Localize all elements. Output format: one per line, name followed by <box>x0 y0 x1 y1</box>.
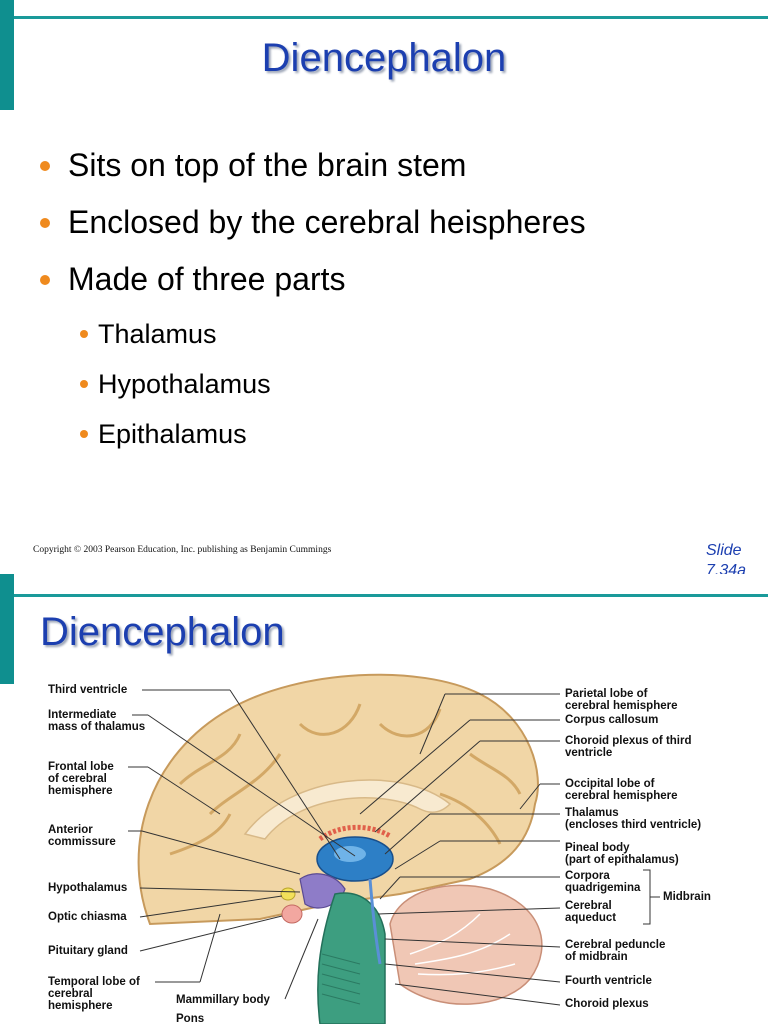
label-line: hemisphere <box>48 785 113 797</box>
brain-diagram: Third ventricle Intermediate mass of tha… <box>0 664 768 1024</box>
label-line: Frontal lobe <box>48 761 114 773</box>
label-line: of midbrain <box>565 951 628 963</box>
bullet-text: Sits on top of the brain stem <box>68 147 467 183</box>
sub-bullet-list: Thalamus Hypothalamus Epithalamus <box>80 312 271 462</box>
copyright-notice: Copyright © 2003 Pearson Education, Inc.… <box>33 545 332 555</box>
slide-1: Diencephalon Sits on top of the brain st… <box>0 0 768 579</box>
arbor-vitae <box>409 913 516 976</box>
label-temporal-lobe: Temporal lobe of cerebral hemisphere <box>48 976 140 1012</box>
slide-title: Diencephalon <box>261 36 507 80</box>
sub-bullet-item: Epithalamus <box>80 412 271 462</box>
label-occipital-lobe: Occipital lobe of cerebral hemisphere <box>565 778 678 802</box>
label-line: Corpora <box>565 870 610 882</box>
sub-bullet-text: Thalamus <box>98 319 217 349</box>
gyri <box>169 703 522 856</box>
label-pituitary-gland: Pituitary gland <box>48 945 128 957</box>
label-frontal-lobe: Frontal lobe of cerebral hemisphere <box>48 761 114 797</box>
leader-lines-right <box>359 693 660 1006</box>
slide-title: Diencephalon <box>40 610 285 654</box>
sub-bullet-item: Thalamus <box>80 312 271 362</box>
label-choroid-plexus-third: Choroid plexus of third ventricle <box>565 735 692 759</box>
label-pons: Pons <box>176 1013 205 1024</box>
accent-bar <box>0 574 14 684</box>
label-line: cerebral hemisphere <box>565 790 678 802</box>
bullet-text: Made of three parts <box>68 261 346 297</box>
cerebral-aqueduct <box>368 878 382 965</box>
label-line: Parietal lobe of <box>565 688 648 700</box>
label-midbrain: Midbrain <box>663 891 711 903</box>
label-choroid-plexus: Choroid plexus <box>565 998 649 1010</box>
label-cerebral-aqueduct: Cerebral aqueduct <box>565 900 616 924</box>
label-line: commissure <box>48 836 116 848</box>
bullet-dot-icon <box>40 161 50 171</box>
label-corpus-callosum: Corpus callosum <box>565 714 659 726</box>
label-line: Intermediate <box>48 709 117 721</box>
accent-bar <box>0 0 14 110</box>
label-mammillary-body: Mammillary body <box>176 994 270 1006</box>
label-cerebral-peduncle: Cerebral peduncle of midbrain <box>565 939 665 963</box>
choroid-plexus-third-ventricle <box>318 824 392 842</box>
pituitary-gland <box>281 904 303 924</box>
label-line: Cerebral peduncle <box>565 939 666 951</box>
label-line: hemisphere <box>48 1000 113 1012</box>
label-thalamus: Thalamus (encloses third ventricle) <box>565 807 701 831</box>
label-fourth-ventricle: Fourth ventricle <box>565 975 652 987</box>
top-rule <box>14 594 768 597</box>
label-line: Pineal body <box>565 842 630 854</box>
slide-number-label: Slide <box>706 542 742 559</box>
sub-bullet-item: Hypothalamus <box>80 362 271 412</box>
label-line: Occipital lobe of <box>565 778 655 790</box>
top-rule <box>14 16 768 19</box>
bullet-dot-icon <box>80 380 88 388</box>
bullet-dot-icon <box>80 430 88 438</box>
optic-chiasma <box>280 887 296 901</box>
label-parietal-lobe: Parietal lobe of cerebral hemisphere <box>565 688 678 712</box>
sub-bullet-text: Epithalamus <box>98 419 247 449</box>
label-line: (encloses third ventricle) <box>565 819 702 831</box>
label-line: (part of epithalamus) <box>565 854 679 866</box>
bullet-dot-icon <box>80 330 88 338</box>
label-line: ventricle <box>565 747 613 759</box>
slide-2: Diencephalon <box>0 574 768 1024</box>
label-line: cerebral <box>48 988 93 1000</box>
label-optic-chiasma: Optic chiasma <box>48 911 127 923</box>
label-pineal-body: Pineal body (part of epithalamus) <box>565 842 679 866</box>
label-line: Thalamus <box>565 807 619 819</box>
label-line: Temporal lobe of <box>48 976 140 988</box>
sub-bullet-text: Hypothalamus <box>98 369 271 399</box>
bullet-item: Sits on top of the brain stem <box>40 140 586 197</box>
label-line: Choroid plexus of third <box>565 735 692 747</box>
label-line: aqueduct <box>565 912 617 924</box>
label-anterior-commissure: Anterior commissure <box>48 824 116 848</box>
label-line: of cerebral <box>48 773 107 785</box>
pons-striations <box>321 953 361 1005</box>
brain-stem <box>317 892 386 1024</box>
bullet-dot-icon <box>40 275 50 285</box>
label-line: cerebral hemisphere <box>565 700 678 712</box>
label-line: mass of thalamus <box>48 721 146 733</box>
label-line: quadrigemina <box>565 882 641 894</box>
bullet-item: Made of three parts <box>40 254 586 311</box>
bullet-list: Sits on top of the brain stem Enclosed b… <box>40 140 586 311</box>
brain-sagittal-illustration <box>128 673 660 1024</box>
bullet-dot-icon <box>40 218 50 228</box>
label-intermediate-mass: Intermediate mass of thalamus <box>48 709 145 733</box>
label-corpora-quadrigemina: Corpora quadrigemina <box>565 870 640 894</box>
label-line: Cerebral <box>565 900 612 912</box>
label-line: Anterior <box>48 824 93 836</box>
label-third-ventricle: Third ventricle <box>48 684 128 696</box>
bullet-item: Enclosed by the cerebral heispheres <box>40 197 586 254</box>
leader-lines-left <box>128 689 356 1000</box>
bullet-text: Enclosed by the cerebral heispheres <box>68 204 586 240</box>
corpus-callosum <box>243 779 452 840</box>
label-hypothalamus: Hypothalamus <box>48 882 128 894</box>
